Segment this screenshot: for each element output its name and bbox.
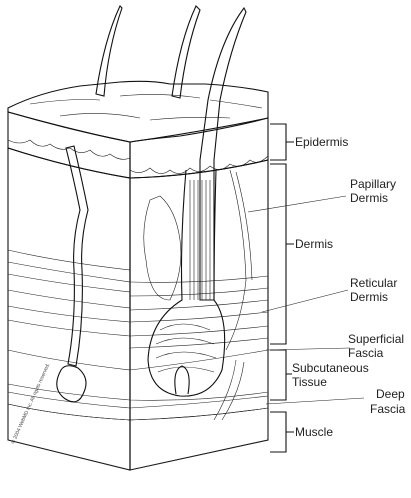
hair-follicle (148, 170, 225, 396)
leader-superficial-fascia (266, 348, 350, 350)
sweat-gland (57, 146, 88, 402)
label-subcut-line1: Subcutaneous (292, 361, 369, 375)
copyright-notice: © 2004 WebMD Inc. All rights reserved. (9, 362, 51, 445)
bracket-epidermis (270, 124, 286, 160)
label-dermis: Dermis (295, 237, 333, 251)
hair-shaft-3 (200, 8, 246, 300)
label-epidermis: Epidermis (295, 135, 348, 149)
epidermis-layer-left (8, 112, 130, 178)
dermis-right-face (130, 160, 268, 470)
skin-block (8, 81, 268, 470)
top-surface (8, 81, 268, 142)
label-superficial-line2: Fascia (348, 346, 384, 360)
reticular-fibers (8, 250, 268, 348)
label-reticular-line1: Reticular (350, 276, 397, 290)
bracket-subcutaneous (270, 350, 286, 400)
muscle-layer-right (130, 408, 268, 470)
leader-reticular (262, 290, 348, 312)
hair-shafts (96, 6, 246, 300)
label-papillary-line1: Papillary (350, 177, 396, 191)
sebaceous-gland (144, 196, 181, 300)
arrector-pili-muscle (226, 170, 252, 350)
label-superficial-line1: Superficial (348, 332, 404, 346)
deep-fascia-band (8, 392, 268, 420)
label-subcut-line2: Tissue (292, 375, 327, 389)
label-muscle: Muscle (295, 425, 333, 439)
bracket-muscle (270, 412, 286, 452)
label-reticular-line2: Dermis (350, 290, 388, 304)
label-papillary-line2: Dermis (350, 191, 388, 205)
leader-papillary (248, 196, 346, 212)
label-deep-line1: Deep (376, 387, 405, 401)
blood-vessel (214, 360, 244, 420)
leader-deep-fascia (266, 398, 364, 404)
label-deep-line2: Fascia (370, 402, 406, 416)
bracket-dermis (270, 164, 286, 344)
